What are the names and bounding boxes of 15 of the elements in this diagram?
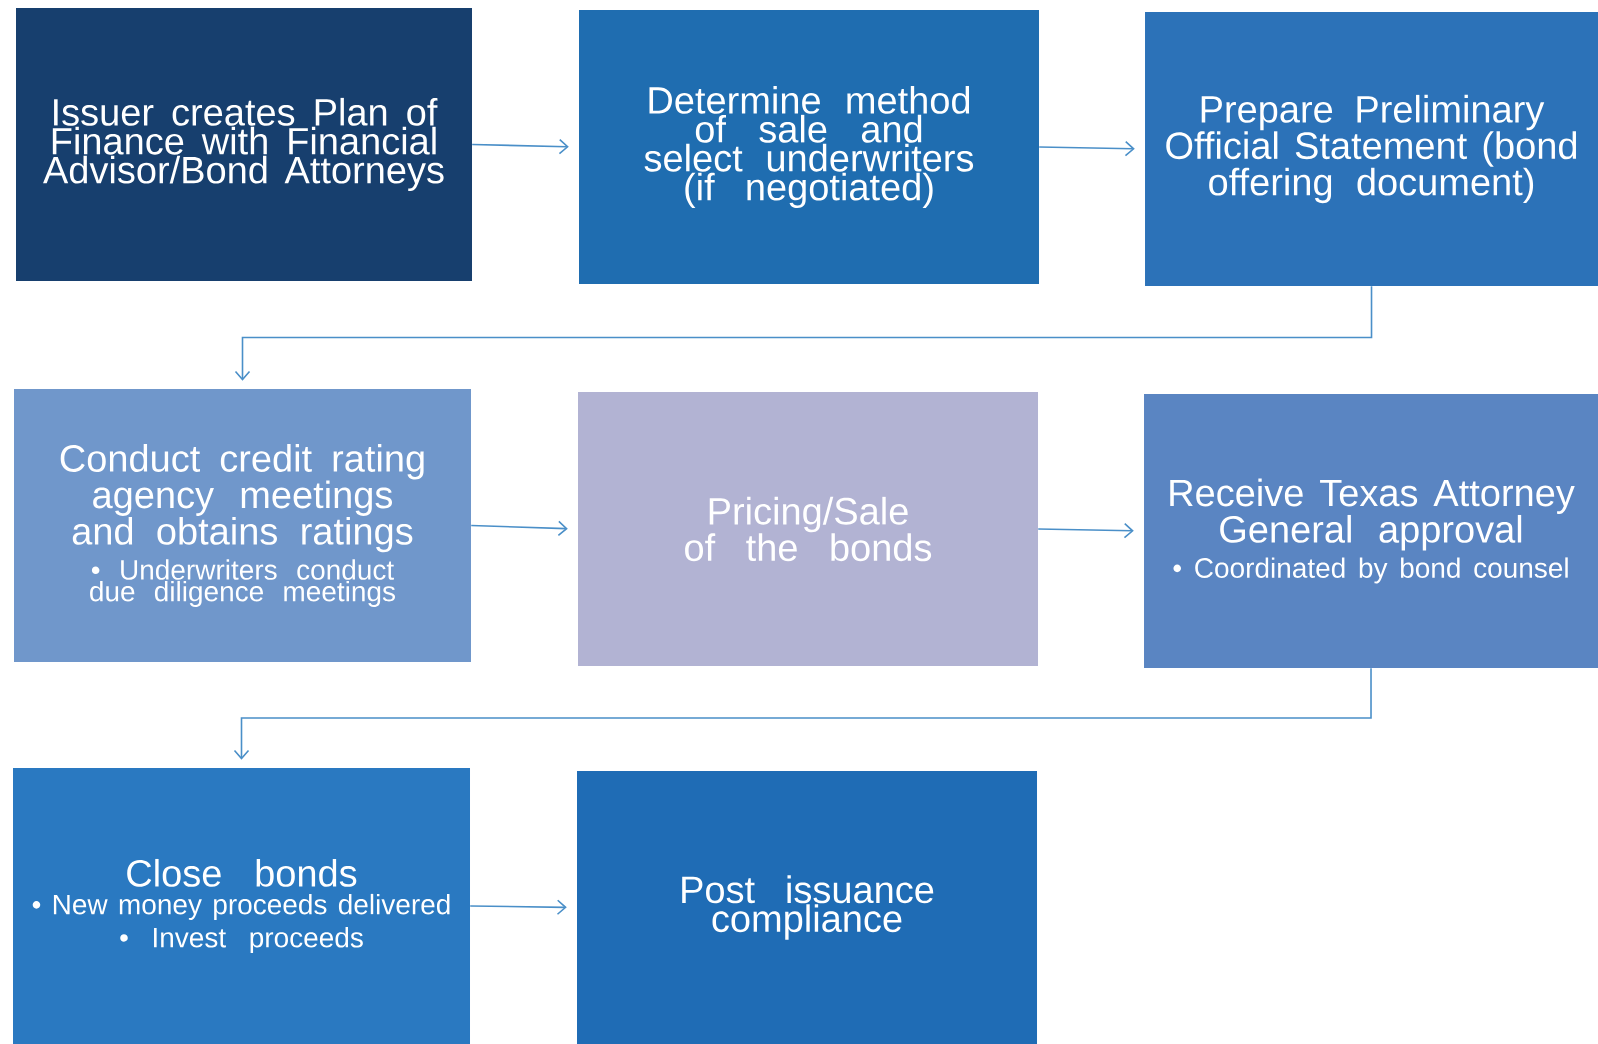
process-box: Close bonds • New money proceeds delivered • Invest proceeds (13, 768, 470, 1044)
arrow (234, 285, 1373, 381)
process-box: Receive Texas Attorney General approval • Coordinated by bond counsel (1144, 394, 1598, 668)
process-box: Determine method of sale and select underwriters (if negotiated) (579, 10, 1039, 284)
arrow (233, 667, 1372, 760)
process-box: Post issuance compliance (577, 771, 1037, 1044)
process-box: Prepare Preliminary Official Statement (bond offering document) (1145, 12, 1598, 286)
process-box: Pricing/Sale of the bonds (578, 392, 1038, 666)
process-box: Conduct credit rating agency meetings and obtains ratings • Underwriters conduct due diligence meetings (14, 389, 471, 662)
arrow (1038, 140, 1135, 157)
arrow (470, 520, 568, 537)
arrow (469, 899, 567, 916)
arrow (1037, 522, 1134, 539)
arrow (471, 138, 569, 155)
process-box: Issuer creates Plan of Finance with Financial Advisor/Bond Attorneys (16, 8, 472, 281)
